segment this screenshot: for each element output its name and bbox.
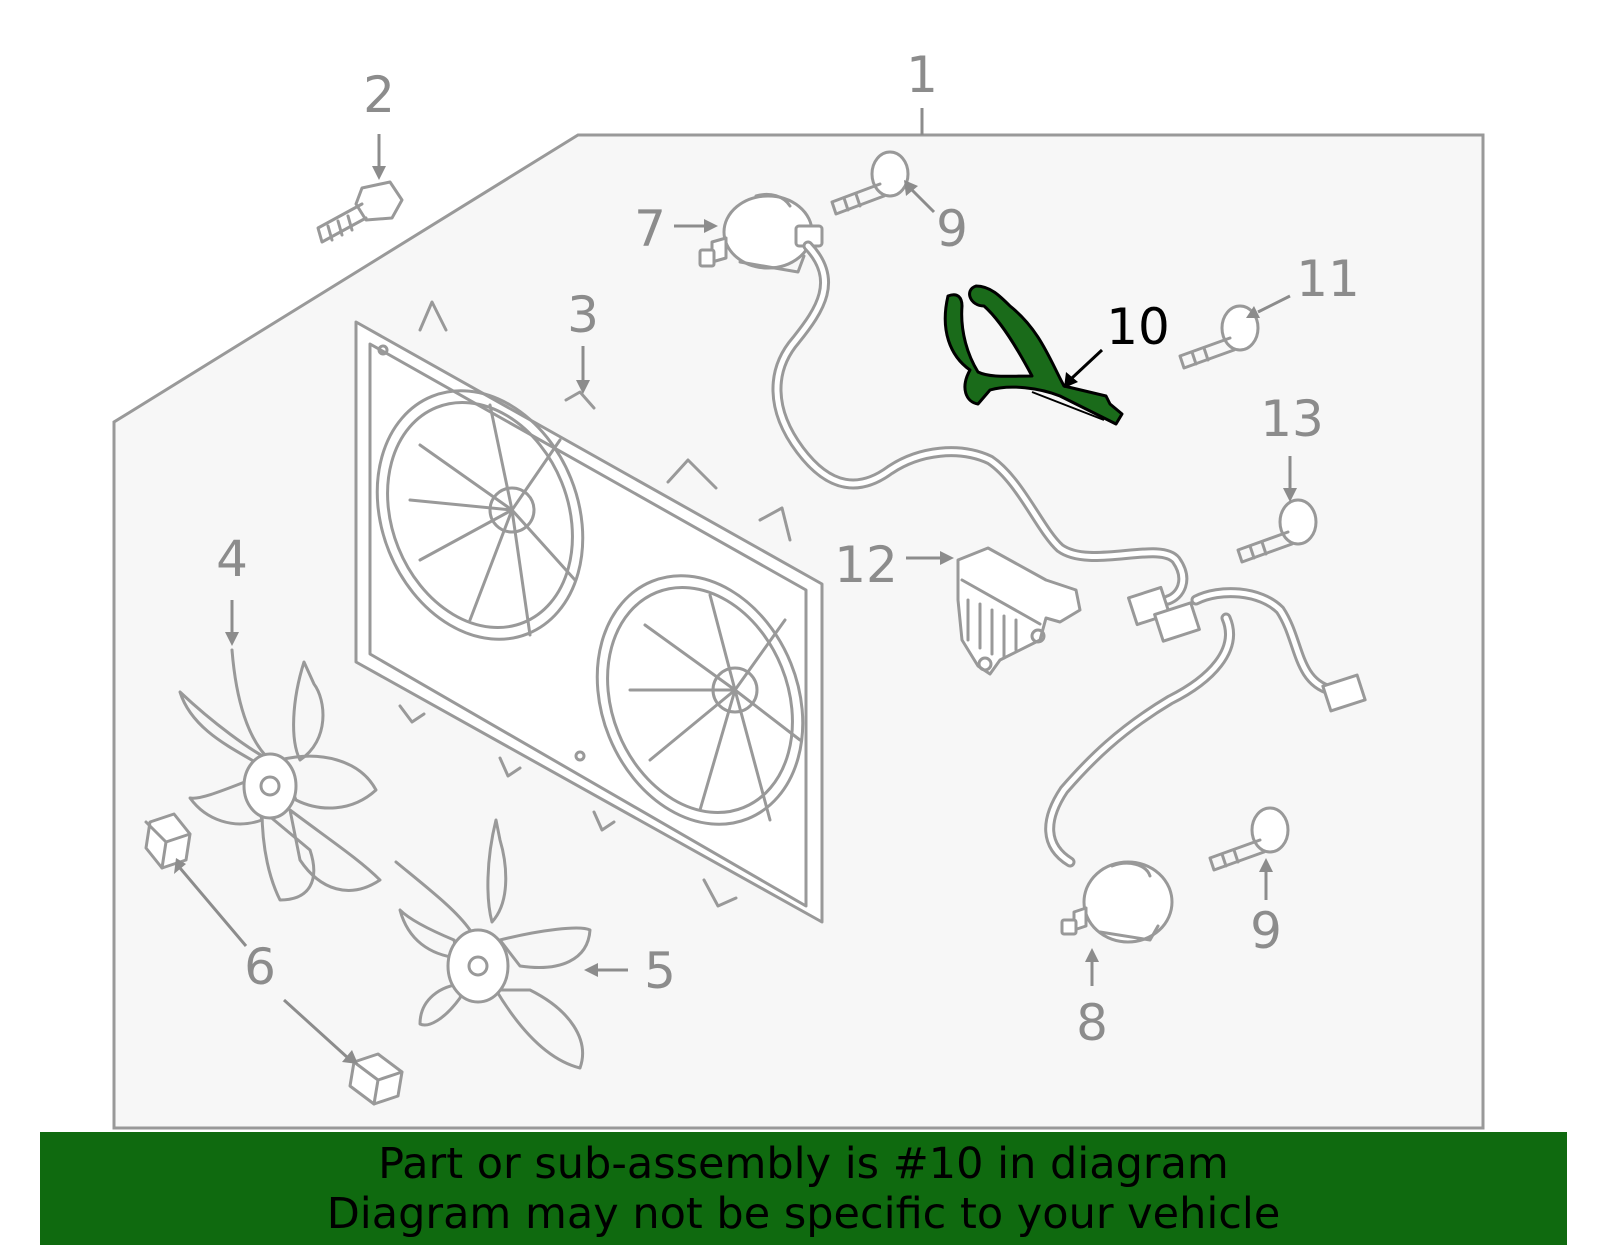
- callout-leader-10: [1070, 348, 1104, 380]
- callout-label-13: 13: [1260, 390, 1324, 448]
- callout-label-6: 6: [244, 938, 276, 996]
- callout-arrowhead-9-lower: [1259, 858, 1273, 872]
- callout-arrowhead-10: [1064, 372, 1078, 388]
- callout-label-11: 11: [1296, 250, 1360, 308]
- callout-label-4: 4: [216, 530, 248, 588]
- fan-motor-part-8: [1060, 860, 1174, 944]
- info-banner: Part or sub-assembly is #10 in diagram D…: [40, 1132, 1567, 1245]
- callout-label-5: 5: [644, 942, 676, 1000]
- screw-part-13: [1236, 498, 1318, 564]
- callout-leader-11: [1257, 294, 1291, 314]
- screw-part-9-upper: [830, 150, 910, 216]
- callout-label-1: 1: [906, 46, 938, 104]
- callout-arrowhead-9-upper: [904, 180, 918, 196]
- callout-arrowhead-8: [1085, 948, 1099, 962]
- callout-arrowhead-5: [584, 963, 598, 977]
- fan-blade-part-4: [178, 648, 382, 902]
- callout-label-2: 2: [363, 66, 395, 124]
- nut-part-6-lower: [348, 1052, 404, 1106]
- callout-arrowhead-4: [225, 632, 239, 646]
- callout-arrowhead-13: [1283, 488, 1297, 502]
- bolt-part-2: [316, 180, 404, 244]
- callout-arrowhead-6-lower: [342, 1050, 358, 1064]
- callout-leader-6-lower: [282, 998, 350, 1060]
- wire-harness-part-10: [943, 284, 1124, 426]
- callout-arrowhead-3: [576, 380, 590, 394]
- nut-part-6-upper: [144, 812, 192, 870]
- banner-line-disclaimer: Diagram may not be specific to your vehi…: [326, 1188, 1281, 1239]
- callout-label-7: 7: [634, 200, 666, 258]
- callout-leader-6-upper: [178, 867, 248, 947]
- screw-part-9-lower: [1208, 806, 1290, 872]
- wire-harness: [771, 240, 1367, 868]
- fan-shroud-part-3: [354, 300, 824, 924]
- callout-arrowhead-7: [704, 219, 718, 233]
- callout-arrowhead-12: [940, 551, 954, 565]
- callout-arrowhead-6-upper: [174, 858, 186, 874]
- callout-label-10: 10: [1106, 298, 1170, 356]
- callout-label-9-lower: 9: [1250, 902, 1282, 960]
- callout-arrowhead-2: [372, 166, 386, 180]
- callout-leader-9-upper: [910, 188, 936, 214]
- callout-label-3: 3: [567, 286, 599, 344]
- callout-label-12: 12: [834, 536, 898, 594]
- fan-blade-part-5: [394, 818, 592, 1070]
- banner-line-part: Part or sub-assembly is #10 in diagram: [378, 1138, 1229, 1189]
- callout-arrowhead-11: [1246, 306, 1260, 318]
- fan-resistor-part-12: [956, 546, 1082, 676]
- callout-label-9-upper: 9: [936, 200, 968, 258]
- callout-label-8: 8: [1076, 994, 1108, 1052]
- fan-motor-part-7: [698, 192, 824, 274]
